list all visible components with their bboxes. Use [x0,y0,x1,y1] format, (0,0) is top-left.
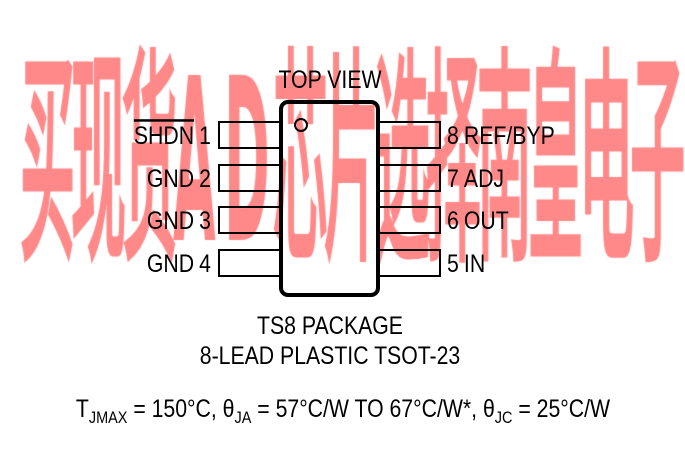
pin-name: ADJ [464,164,504,192]
package-body [279,100,380,297]
tjmax-symbol: T [76,394,89,422]
pin-lead-2 [218,164,282,192]
theta-jc-value: = 25°C/W [512,394,610,422]
package-name: TS8 PACKAGE [257,311,403,339]
pin-name: GND [147,206,194,234]
pin-lead-5 [377,249,441,277]
package-description: 8-LEAD PLASTIC TSOT-23 [200,341,460,369]
pin-number: 8 [447,121,459,149]
pin-number: 6 [447,206,459,234]
pin1-indicator [294,118,308,132]
thermal-specs: TJMAX = 150°C, θJA = 57°C/W TO 67°C/W*, … [76,394,610,427]
pin-name: OUT [464,206,509,234]
pin-name: SHDN [134,121,194,149]
tjmax-sub: JMAX [89,409,128,427]
pin-lead-7 [377,164,441,192]
pin-name: GND [147,249,194,277]
theta-jc-sub: JC [495,409,513,427]
theta-ja-value: = 57°C/W TO 67°C/W*, [251,394,483,422]
pin-number: 1 [199,121,211,149]
theta-ja-symbol: θ [223,394,235,422]
tjmax-value: = 150°C, [127,394,222,422]
pin-name: IN [464,249,485,277]
top-view-label: TOP VIEW [278,65,381,93]
pin-number: 7 [447,164,459,192]
pin-lead-3 [218,206,282,234]
pin-lead-4 [218,249,282,277]
pin-number: 3 [199,206,211,234]
pin-lead-6 [377,206,441,234]
pin-number: 4 [199,249,211,277]
pin-number: 2 [199,164,211,192]
theta-ja-sub: JA [235,409,252,427]
pin-name: REF/BYP [464,121,555,149]
theta-jc-symbol: θ [483,394,495,422]
pin-lead-1 [218,121,282,149]
pin-lead-8 [377,121,441,149]
pins [218,121,441,277]
pin-name: GND [147,164,194,192]
pin-number: 5 [447,249,459,277]
